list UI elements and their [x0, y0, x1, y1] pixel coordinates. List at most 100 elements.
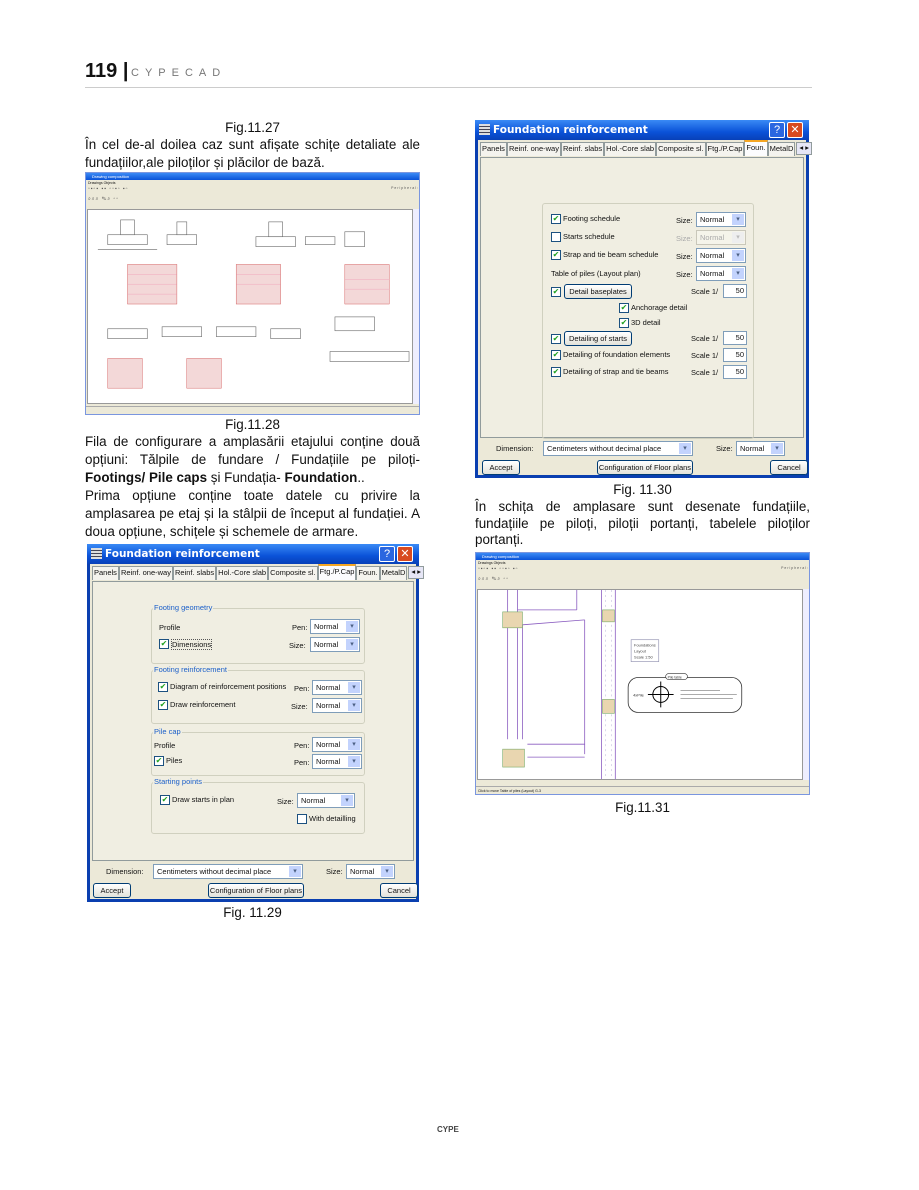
chevron-down-icon: ▾	[771, 443, 783, 454]
detailing-foundation-checkbox[interactable]: ✔	[551, 350, 561, 360]
pile-profile-label: Profile	[154, 741, 176, 750]
detailing-strap-checkbox[interactable]: ✔	[551, 367, 561, 377]
draw-reinforcement-size-select[interactable]: Normal▾	[312, 698, 362, 713]
size-select[interactable]: Normal▾	[346, 864, 395, 879]
tab-reinf-slabs[interactable]: Reinf. slabs	[560, 142, 605, 156]
3d-detail-label: 3D detail	[631, 318, 661, 327]
tab-composite[interactable]: Composite sl.	[268, 566, 318, 580]
caption-fig-11-29: Fig. 11.29	[223, 905, 282, 920]
profile-pen-select[interactable]: Normal▾	[310, 619, 360, 634]
detailing-starts-button[interactable]: Detailing of starts	[564, 331, 632, 346]
tab-metal[interactable]: MetalD	[379, 566, 408, 580]
configuration-floor-plans-button[interactable]: Configuration of Floor plans	[597, 460, 693, 475]
table-icon	[479, 124, 490, 135]
tab-foun[interactable]: Foun.	[744, 140, 768, 156]
tab-scroll-arrows[interactable]: ◂ ▸	[408, 566, 424, 579]
term-foundation: Foundation	[284, 470, 358, 485]
diagram-checkbox[interactable]: ✔	[158, 682, 168, 692]
tab-hol-core-slab[interactable]: Hol.-Core slab	[604, 142, 657, 156]
dialog-title-bar: Foundation reinforcement	[87, 544, 419, 564]
pile-table-title: Pile table	[668, 676, 682, 680]
layout-label-line-2: Layout	[634, 649, 647, 654]
close-button[interactable]: ✕	[397, 546, 413, 562]
tab-panels[interactable]: Panels	[480, 142, 507, 156]
strap-schedule-checkbox[interactable]: ✔	[551, 250, 561, 260]
drawing-composition-window-layout: Drawing composition Drawings Objects ▫▪▫…	[475, 552, 810, 795]
drawing-canvas[interactable]: Foundations Layout Scale 1:50 Pile table…	[477, 589, 803, 780]
cancel-button[interactable]: Cancel	[770, 460, 808, 475]
strap-schedule-size-select[interactable]: Normal▾	[696, 248, 746, 263]
draw-reinforcement-checkbox[interactable]: ✔	[158, 700, 168, 710]
tab-reinf-one-way[interactable]: Reinf. one-way	[506, 142, 561, 156]
menu-drawings[interactable]: Drawings	[88, 181, 103, 185]
help-button[interactable]: ?	[379, 546, 395, 562]
dimension-select[interactable]: Centimeters without decimal place▾	[153, 864, 303, 879]
accept-button[interactable]: Accept	[93, 883, 131, 898]
footing-schedule-checkbox[interactable]: ✔	[551, 214, 561, 224]
starts-schedule-size-select: Normal▾	[696, 230, 746, 245]
3d-detail-checkbox[interactable]: ✔	[619, 318, 629, 328]
vertical-scrollbar[interactable]	[803, 589, 809, 780]
tab-metal[interactable]: MetalD	[767, 142, 796, 156]
tab-scroll-arrows[interactable]: ◂ ▸	[796, 142, 812, 155]
draw-reinforcement-label: Draw reinforcement	[170, 700, 236, 709]
paragraph-2: Fila de configurare a amplasării etajulu…	[85, 433, 420, 487]
foundation-scale-input[interactable]: 50	[723, 348, 747, 362]
tab-reinf-slabs[interactable]: Reinf. slabs	[172, 566, 217, 580]
menu-objects[interactable]: Objects	[103, 181, 116, 185]
chevron-down-icon: ▾	[348, 700, 360, 711]
table-piles-label: Table of piles (Layout plan)	[551, 269, 641, 278]
size-select[interactable]: Normal▾	[736, 441, 785, 456]
dimension-select[interactable]: Centimeters without decimal place▾	[543, 441, 693, 456]
tab-panels[interactable]: Panels	[92, 566, 119, 580]
tab-hol-core-slab[interactable]: Hol.-Core slab	[216, 566, 269, 580]
piles-checkbox[interactable]: ✔	[154, 756, 164, 766]
tab-foun[interactable]: Foun.	[356, 566, 380, 580]
strap-scale-input[interactable]: 50	[723, 365, 747, 379]
vertical-scrollbar[interactable]	[413, 209, 419, 404]
tab-reinf-one-way[interactable]: Reinf. one-way	[118, 566, 173, 580]
size-label-disabled: Size:	[676, 234, 693, 243]
footing-schedule-size-select[interactable]: Normal▾	[696, 212, 746, 227]
cancel-button[interactable]: Cancel	[380, 883, 418, 898]
chevron-down-icon: ▾	[732, 232, 744, 243]
close-button[interactable]: ✕	[787, 122, 803, 138]
tab-ftg-pcap[interactable]: Ftg./P.Cap	[705, 142, 745, 156]
tab-composite[interactable]: Composite sl.	[656, 142, 706, 156]
group-pile-cap: Pile cap Profile Pen: Normal▾ ✔ Piles Pe…	[151, 727, 365, 776]
menu-objects[interactable]: Objects	[493, 561, 506, 565]
anchorage-detail-checkbox[interactable]: ✔	[619, 303, 629, 313]
zoom-toolbar: ⌕⌕⌕ ✎⌕ ▫▫	[88, 196, 120, 202]
help-button[interactable]: ?	[769, 122, 785, 138]
pile-profile-pen-select[interactable]: Normal▾	[312, 737, 362, 752]
detail-baseplates-checkbox[interactable]: ✔	[551, 287, 561, 297]
draw-starts-checkbox[interactable]: ✔	[160, 795, 170, 805]
configuration-floor-plans-button[interactable]: Configuration of Floor plans	[208, 883, 304, 898]
group-label: Footing geometry	[153, 603, 214, 612]
accept-button[interactable]: Accept	[482, 460, 520, 475]
tab-ftg-pcap[interactable]: Ftg./P.Cap	[317, 564, 357, 580]
dimensions-checkbox[interactable]: ✔	[159, 639, 169, 649]
piles-pen-select[interactable]: Normal▾	[312, 754, 362, 769]
drawing-canvas[interactable]	[87, 209, 413, 404]
detail-baseplates-button[interactable]: Detail baseplates	[564, 284, 632, 299]
chevron-down-icon: ▾	[732, 250, 744, 261]
dialog-title-bar: Foundation reinforcement	[475, 120, 809, 140]
size-label: Size:	[716, 444, 733, 453]
with-detailling-checkbox[interactable]	[297, 814, 307, 824]
baseplates-scale-input[interactable]: 50	[723, 284, 747, 298]
detailing-strap-label: Detailing of strap and tie beams	[563, 367, 669, 376]
size-label: Size:	[289, 641, 306, 650]
window-title: Drawing composition	[86, 173, 419, 180]
table-piles-size-select[interactable]: Normal▾	[696, 266, 746, 281]
starts-schedule-checkbox[interactable]	[551, 232, 561, 242]
diagram-pen-select[interactable]: Normal▾	[312, 680, 362, 695]
header-rule	[85, 87, 812, 88]
paragraph-1: În cel de-al doilea caz sunt afișate sch…	[85, 137, 420, 170]
starts-scale-input[interactable]: 50	[723, 331, 747, 345]
anchorage-detail-label: Anchorage detail	[631, 303, 688, 312]
dimensions-size-select[interactable]: Normal▾	[310, 637, 360, 652]
detailing-starts-checkbox[interactable]: ✔	[551, 334, 561, 344]
draw-starts-size-select[interactable]: Normal▾	[297, 793, 355, 808]
menu-drawings[interactable]: Drawings	[478, 561, 493, 565]
